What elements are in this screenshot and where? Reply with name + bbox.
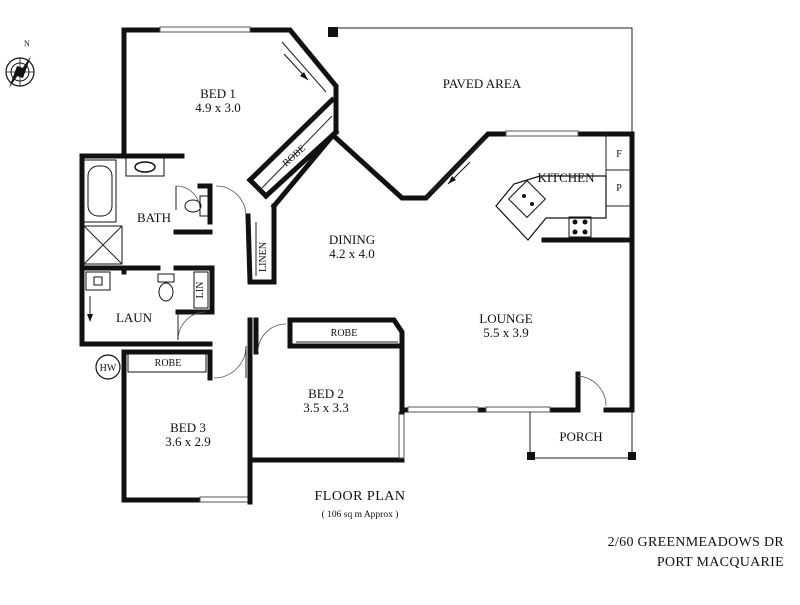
sliding-door-arrow-icon — [447, 161, 471, 185]
toilet-icon — [157, 273, 175, 302]
post — [328, 27, 338, 37]
basin-icon — [134, 161, 156, 173]
sink-icon — [507, 179, 547, 219]
bed2-size: 3.5 x 3.3 — [303, 400, 349, 415]
lounge-walls — [399, 237, 635, 415]
bed1-walls — [121, 26, 339, 155]
bed1-size: 4.9 x 3.0 — [195, 100, 241, 115]
lin-label: LIN — [195, 282, 206, 299]
plan-title: FLOOR PLAN — [315, 489, 406, 504]
address-line2: PORT MACQUARIE — [657, 555, 784, 570]
linen-label: LINEN — [258, 242, 269, 272]
plan-area: ( 106 sq m Approx ) — [322, 509, 399, 520]
toilet-icon — [184, 195, 209, 217]
linen-cupboard — [245, 130, 338, 285]
porch-label: PORCH — [559, 429, 602, 444]
dining-walls — [332, 131, 635, 201]
bed3-walls — [121, 345, 253, 505]
cooktop-icon — [568, 216, 592, 238]
hot-water-unit: HW — [95, 354, 121, 380]
bed2-walls — [247, 317, 405, 463]
lounge-size: 5.5 x 3.9 — [483, 325, 529, 340]
paved-area-outline — [334, 27, 633, 132]
bath-label: BATH — [137, 210, 171, 225]
kitchen-area — [495, 131, 635, 243]
fridge-label: F — [616, 149, 622, 160]
sliding-door-arrow-icon — [283, 53, 309, 81]
dining-label: DINING — [329, 232, 375, 247]
bed1-label: BED 1 — [200, 86, 236, 101]
pantry-label: P — [616, 183, 622, 194]
bed3-label: BED 3 — [170, 420, 206, 435]
address-line1: 2/60 GREENMEADOWS DR — [608, 535, 785, 550]
bed2-robe-label: ROBE — [331, 328, 358, 339]
paved-area-label: PAVED AREA — [443, 76, 522, 91]
compass-north-label: N — [24, 39, 30, 48]
laun-label: LAUN — [116, 310, 153, 325]
compass-icon: N — [5, 39, 35, 88]
bed3-size: 3.6 x 2.9 — [165, 434, 211, 449]
lounge-label: LOUNGE — [479, 311, 532, 326]
kitchen-label: KITCHEN — [537, 170, 595, 185]
hw-label: HW — [100, 363, 117, 374]
porch-outline — [527, 412, 636, 460]
laundry-walls — [79, 265, 215, 347]
bed3-robe-label: ROBE — [155, 358, 182, 369]
bed2-label: BED 2 — [308, 386, 344, 401]
dining-size: 4.2 x 4.0 — [329, 246, 375, 261]
